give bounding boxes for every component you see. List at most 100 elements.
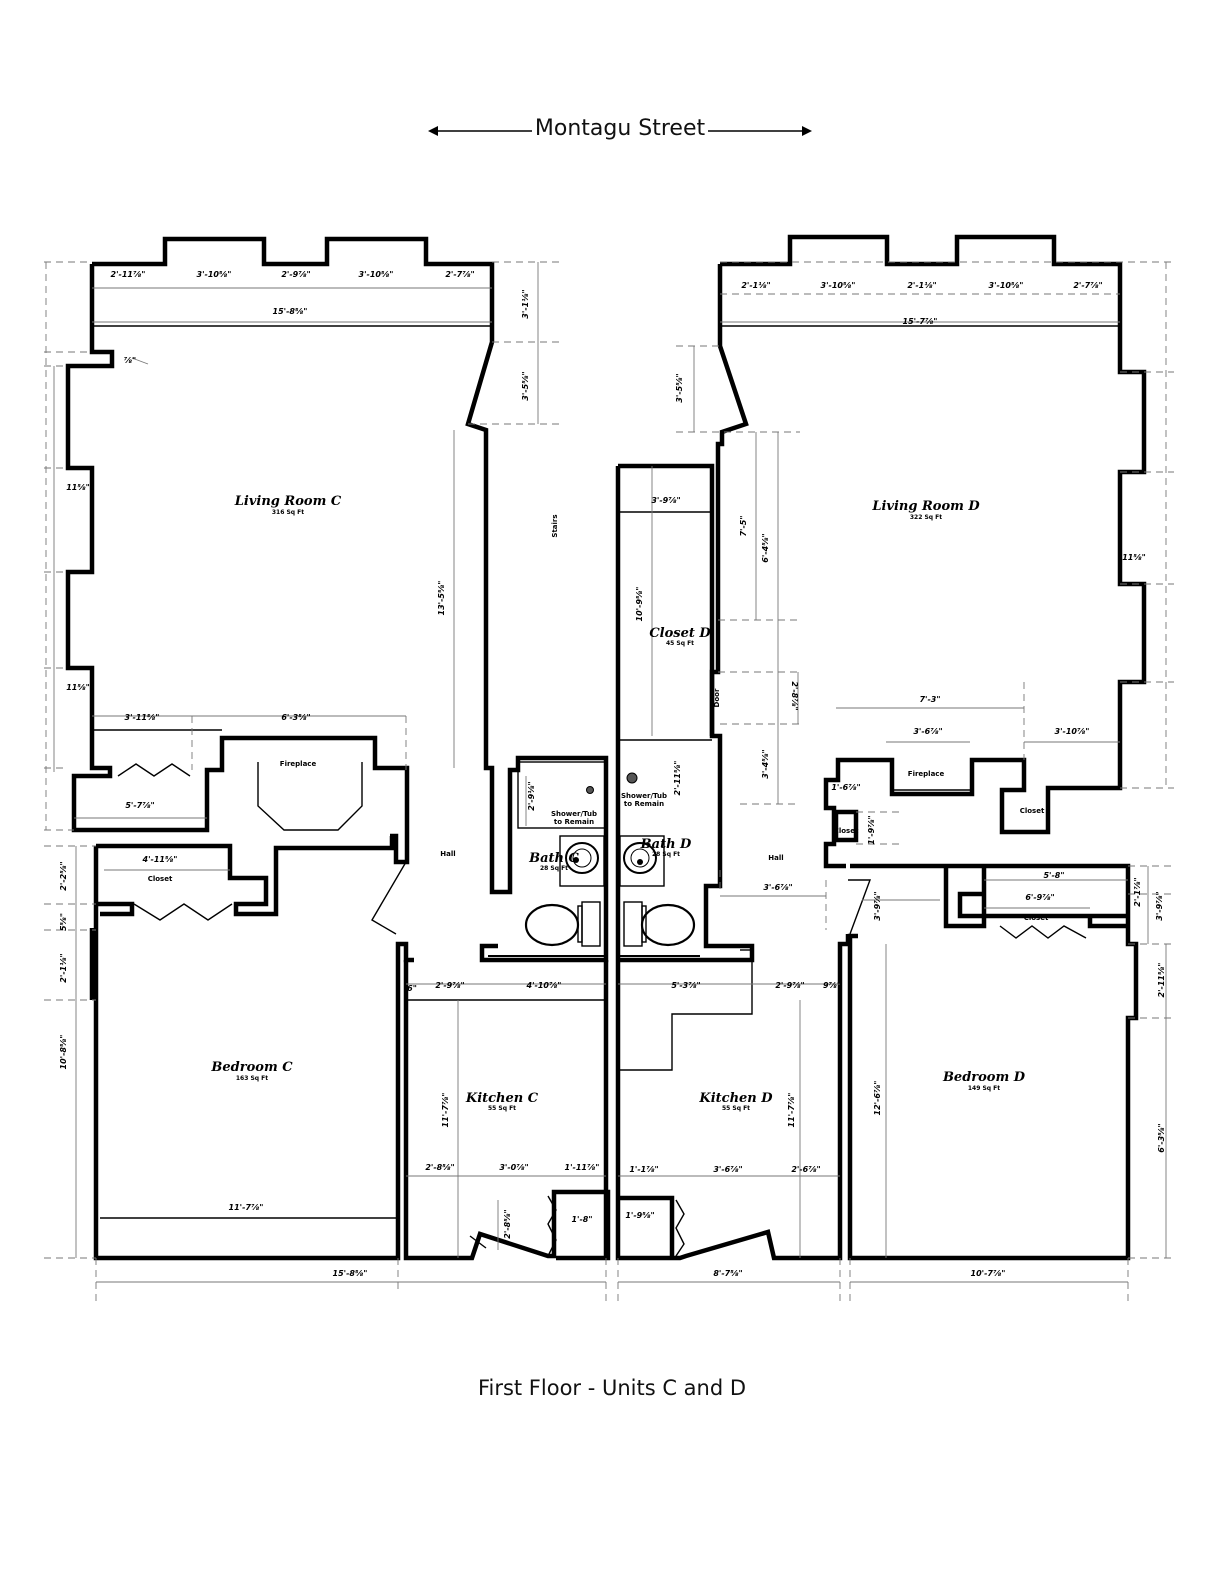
closet-living-d-label: Closet [1020, 807, 1045, 815]
dim-k-c4: 2'-8⅝" [425, 1163, 454, 1172]
dim-k-c-h: 11'-7⅞" [441, 1093, 450, 1128]
dim-d-d3: 2'-8⅞" [790, 681, 799, 710]
dim-d-clo2: 1'-9⅞" [867, 815, 876, 844]
dim-d-c3: 6'-9⅞" [1025, 893, 1054, 902]
bath-c-area: 28 Sq Ft [540, 865, 568, 872]
living-room-c-outline [92, 236, 609, 963]
bath-d-label: Bath D [640, 837, 692, 852]
dim-c-side1: 3'-1⅛" [521, 289, 530, 318]
dim-c-w2: 6'-3⅝" [281, 713, 310, 722]
stairs-label: Stairs [551, 514, 559, 537]
bath-d-area: 28 Sq Ft [652, 851, 680, 858]
dim-d-d2: 6'-4⅝" [761, 533, 770, 562]
dim-k-d6: 2'-6⅞" [791, 1165, 820, 1174]
dim-c-k1: 11⅝" [66, 483, 90, 492]
dim-d-top-4: 2'-7⅞" [1073, 281, 1102, 290]
closet-d-bedroom-label: Closet [1024, 914, 1049, 922]
dim-k-total-w: 8'-7⅝" [713, 1269, 742, 1278]
dim-d-d4: 3'-4⅝" [761, 749, 770, 778]
living-room-d-label: Living Room D [871, 499, 980, 514]
bedroom-c-label: Bedroom C [210, 1060, 293, 1075]
dim-k-c6: 1'-11⅞" [565, 1163, 600, 1172]
shower-c-remain: to Remain [554, 818, 594, 826]
shower-d-remain: to Remain [624, 800, 664, 808]
bedroom-d-area: 149 Sq Ft [968, 1085, 1000, 1092]
dim-k-c5: 3'-0⅞" [499, 1163, 528, 1172]
dim-k-d-h: 11'-7⅞" [787, 1093, 796, 1128]
dim-d-side1: 3'-5⅝" [675, 373, 684, 402]
dim-d-c1: 3'-9⅞" [873, 891, 882, 920]
dim-k-c3: 4'-10⅞" [526, 981, 562, 990]
interior-lines [92, 325, 1120, 1257]
dim-c-k2: 11⅝" [66, 683, 90, 692]
dim-c-clo: 4'-11⅝" [142, 855, 178, 864]
dim-d-w3: 3'-10⅞" [1055, 727, 1090, 736]
dim-c-top-0: 2'-11⅞" [111, 270, 146, 279]
bedroom-c-area: 163 Sq Ft [236, 1075, 268, 1082]
living-room-c-area: 316 Sq Ft [272, 509, 304, 516]
bedroom-d-label: Bedroom D [942, 1070, 1026, 1085]
closet-d-small [833, 809, 859, 843]
dim-d-b2: 6'-3⅝" [1157, 1123, 1166, 1152]
fireplace-c-label: Fireplace [280, 760, 317, 768]
dim-k-d7: 1'-9⅝" [625, 1211, 654, 1220]
dim-k-d5: 3'-6⅞" [713, 1165, 742, 1174]
living-room-d-area: 322 Sq Ft [910, 514, 942, 521]
dimension-texts: 2'-11⅞" 3'-10⅝" 2'-9⅞" 3'-10⅝" 2'-7⅞" 15… [59, 270, 1166, 1278]
dim-d-top-1: 3'-10⅝" [821, 281, 856, 290]
living-room-c-west-wall [65, 264, 410, 865]
dim-d-fp: 1'-6⅞" [831, 783, 860, 792]
dim-d-w1: 7'-3" [919, 695, 940, 704]
closet-small-d-label: Closet [834, 827, 859, 835]
bedroom-d-closet [943, 866, 1128, 929]
dim-k-d4: 1'-1⅞" [629, 1165, 658, 1174]
kitchen-d-outline [615, 466, 851, 1261]
right-arrow-head [802, 126, 812, 136]
closet-c-label: Closet [148, 875, 173, 883]
dim-c-bay: 5'-7⅞" [125, 801, 154, 810]
dim-c-top-3: 3'-10⅝" [359, 270, 394, 279]
dim-d-c5: 3'-9⅞" [1155, 891, 1164, 920]
hall-d-label: Hall [768, 854, 783, 862]
kitchen-d-label: Kitchen D [698, 1091, 773, 1106]
kitchen-d-pantry [618, 1195, 675, 1258]
dim-c-total-w: 15'-8⅝" [333, 1269, 368, 1278]
bath-c-label: Bath C [528, 851, 579, 866]
dim-d-total-w: 10'-7⅞" [971, 1269, 1006, 1278]
dim-closet-d-w: 3'-9⅞" [651, 496, 680, 505]
dim-closet-d-h: 10'-9⅝" [635, 587, 644, 622]
dim-k-c1: 6" [407, 984, 417, 993]
dim-c-side2: 3'-5⅝" [521, 371, 530, 400]
dim-c-shower: 2'-9⅛" [527, 781, 536, 810]
dim-k-c2: 2'-9⅞" [435, 981, 464, 990]
dim-c-w1: 3'-11⅝" [125, 713, 160, 722]
hall-c-label: Hall [440, 850, 455, 858]
dim-k-d1: 5'-3⅞" [671, 981, 700, 990]
dim-c-b4: 10'-8⅝" [59, 1035, 68, 1070]
street-indicator: Montagu Street [0, 112, 1224, 152]
dim-c-b3: 2'-1⅛" [59, 953, 68, 982]
living-room-d-outline [720, 234, 1147, 869]
dim-c-top-4: 2'-7⅞" [445, 270, 474, 279]
unit-d-walls [615, 234, 1147, 1261]
dim-k-c7: 2'-8⅝" [503, 1209, 512, 1238]
closet-d-outline [618, 463, 715, 736]
dim-c-small: ⅞" [124, 356, 136, 365]
room-labels: Living Room C 316 Sq Ft Living Room D 32… [210, 494, 1025, 1112]
misc-labels: Stairs Hall Hall Door Fireplace Fireplac… [148, 514, 1049, 922]
street-label: Montagu Street [534, 116, 706, 141]
dimension-lines [44, 261, 1174, 1306]
dim-c-b2: 5⅝" [59, 913, 68, 931]
bedroom-c-outline [93, 846, 414, 1261]
unit-c-walls [65, 236, 611, 1261]
dim-c-liv-h: 13'-5⅝" [437, 581, 446, 616]
bedroom-c-closet-left [96, 901, 135, 917]
dim-bath-d-h: 2'-11⅝" [673, 761, 682, 796]
dim-d-top-2: 2'-1⅛" [907, 281, 936, 290]
fireplace-d-label: Fireplace [908, 770, 945, 778]
bedroom-c-closet [96, 836, 395, 917]
dim-k-c8: 1'-8" [571, 1215, 592, 1224]
dim-d-top-0: 2'-1⅛" [741, 281, 770, 290]
floor-caption: First Floor - Units C and D [477, 1376, 747, 1400]
